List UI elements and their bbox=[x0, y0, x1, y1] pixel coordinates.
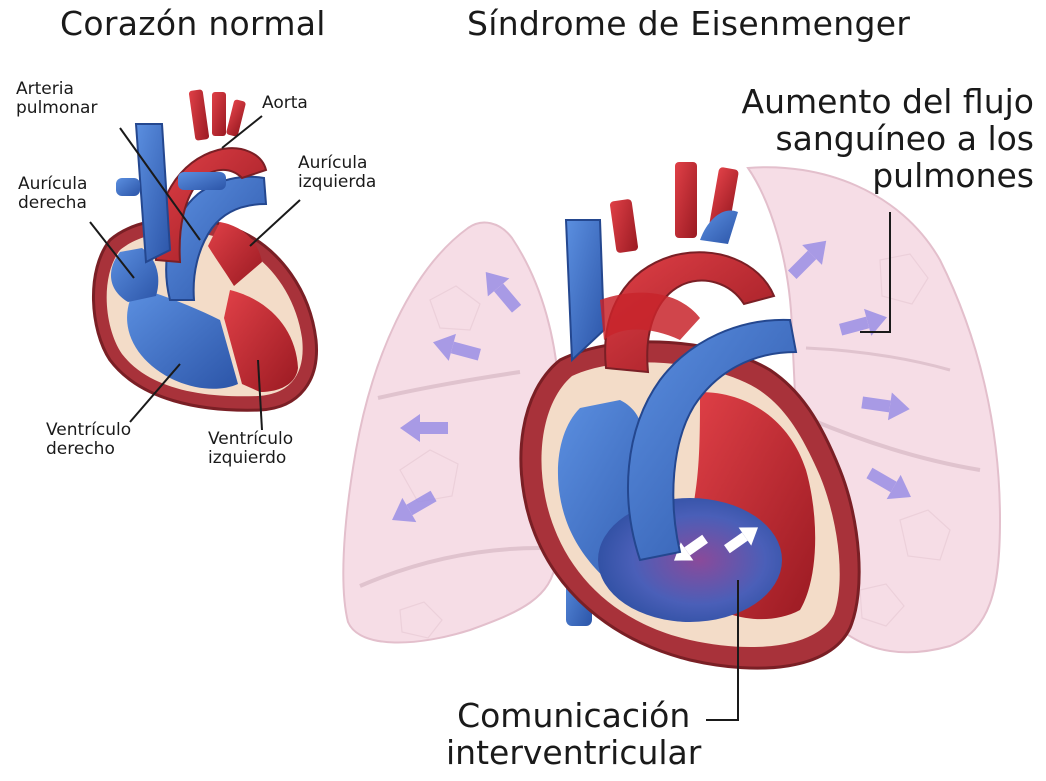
title-eisenmenger: Síndrome de Eisenmenger bbox=[467, 6, 910, 43]
title-normal-heart: Corazón normal bbox=[60, 6, 326, 43]
label-auricula-derecha: Aurícula derecha bbox=[18, 175, 87, 213]
label-aumento-flujo: Aumento del flujo sanguíneo a los pulmon… bbox=[742, 84, 1034, 195]
label-ventriculo-izquierdo: Ventrículo izquierdo bbox=[208, 430, 293, 468]
label-auricula-izquierda: Aurícula izquierda bbox=[298, 154, 376, 192]
label-comunicacion-interventricular: Comunicación interventricular bbox=[446, 698, 701, 772]
label-aorta: Aorta bbox=[262, 94, 308, 113]
label-ventriculo-derecho: Ventrículo derecho bbox=[46, 421, 131, 459]
label-arteria-pulmonar: Arteria pulmonar bbox=[16, 80, 97, 118]
